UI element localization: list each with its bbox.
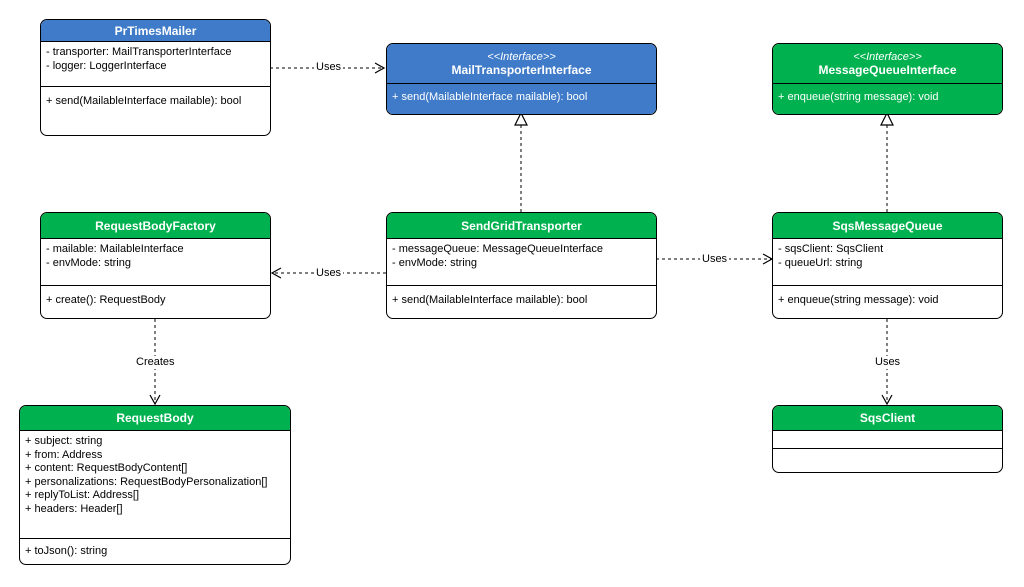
attribute: - queueUrl: string — [778, 256, 863, 269]
class-header: <<Interface>> MessageQueueInterface — [773, 44, 1002, 84]
class-header: SqsClient — [773, 406, 1002, 431]
operation: + send(MailableInterface mailable): bool — [46, 95, 242, 107]
class-name: SendGridTransporter — [461, 218, 582, 233]
attributes-section: + subject: string + from: Address + cont… — [20, 431, 290, 538]
operations-section — [773, 448, 1002, 449]
attribute: - envMode: string — [392, 256, 477, 269]
attribute: + headers: Header[] — [25, 502, 123, 515]
attribute: - envMode: string — [46, 256, 131, 269]
class-prtimesmailer[interactable]: PrTimesMailer - transporter: MailTranspo… — [40, 19, 271, 136]
operation: + toJson(): string — [25, 545, 108, 557]
operations-section: + send(MailableInterface mailable): bool — [387, 285, 656, 312]
class-header: PrTimesMailer — [41, 20, 270, 42]
class-sendgridtransporter[interactable]: SendGridTransporter - messageQueue: Mess… — [386, 212, 657, 319]
class-name: RequestBody — [116, 411, 194, 425]
uses-label-sendgrid-factory: Uses — [314, 267, 344, 280]
attributes-section: - messageQueue: MessageQueueInterface - … — [387, 239, 656, 285]
uses-label-sendgrid-sqsqueue: Uses — [700, 253, 730, 266]
operations-section: + send(MailableInterface mailable): bool — [41, 86, 270, 113]
operations-section: + enqueue(string message): void — [773, 285, 1002, 312]
class-name: RequestBodyFactory — [95, 218, 216, 233]
attributes-section: - transporter: MailTransporterInterface … — [41, 42, 270, 86]
class-sqsmessagequeue[interactable]: SqsMessageQueue - sqsClient: SqsClient -… — [772, 212, 1003, 319]
attribute: - sqsClient: SqsClient — [778, 243, 884, 255]
class-name: SqsMessageQueue — [832, 218, 943, 233]
class-name: MessageQueueInterface — [818, 62, 957, 77]
attribute: - transporter: MailTransporterInterface — [46, 46, 232, 58]
uses-label-mailer-transporter: Uses — [314, 61, 344, 74]
class-header: RequestBody — [20, 406, 290, 431]
uses-label-sqsqueue-sqsclient: Uses — [873, 356, 903, 369]
class-header: SendGridTransporter — [387, 213, 656, 239]
attribute: - mailable: MailableInterface — [46, 243, 184, 255]
class-messagequeueinterface[interactable]: <<Interface>> MessageQueueInterface + en… — [772, 43, 1003, 115]
attributes-section — [773, 431, 1002, 448]
creates-label-factory-requestbody: Creates — [134, 356, 177, 369]
class-name: MailTransporterInterface — [451, 62, 592, 77]
operation: + enqueue(string message): void — [778, 91, 939, 103]
attribute: - messageQueue: MessageQueueInterface — [392, 243, 603, 255]
operation: + enqueue(string message): void — [778, 294, 939, 306]
class-name: PrTimesMailer — [114, 23, 197, 38]
attributes-section: - mailable: MailableInterface - envMode:… — [41, 239, 270, 285]
class-mailtransporterinterface[interactable]: <<Interface>> MailTransporterInterface +… — [386, 43, 657, 115]
attribute: + replyToList: Address[] — [25, 489, 140, 501]
stereotype: <<Interface>> — [487, 50, 556, 63]
class-header: RequestBodyFactory — [41, 213, 270, 239]
operations-section: + toJson(): string — [20, 538, 290, 563]
operations-section: + create(): RequestBody — [41, 285, 270, 312]
class-name: SqsClient — [859, 411, 916, 425]
attribute: + from: Address — [25, 448, 103, 461]
attribute: + content: RequestBodyContent[] — [25, 462, 188, 474]
operation: + send(MailableInterface mailable): bool — [392, 294, 588, 306]
operations-section: + enqueue(string message): void — [773, 84, 1002, 114]
operations-section: + send(MailableInterface mailable): bool — [387, 84, 656, 114]
operation: + send(MailableInterface mailable): bool — [392, 91, 588, 103]
class-sqsclient[interactable]: SqsClient — [772, 405, 1003, 473]
stereotype: <<Interface>> — [853, 50, 922, 63]
attribute: - logger: LoggerInterface — [46, 59, 167, 72]
attributes-section: - sqsClient: SqsClient - queueUrl: strin… — [773, 239, 1002, 285]
class-requestbody[interactable]: RequestBody + subject: string + from: Ad… — [19, 405, 291, 565]
operation: + create(): RequestBody — [46, 294, 166, 306]
class-requestbodyfactory[interactable]: RequestBodyFactory - mailable: MailableI… — [40, 212, 271, 319]
attribute: + personalizations: RequestBodyPersonali… — [25, 475, 268, 488]
class-header: <<Interface>> MailTransporterInterface — [387, 44, 656, 84]
attribute: + subject: string — [25, 435, 103, 447]
class-header: SqsMessageQueue — [773, 213, 1002, 239]
